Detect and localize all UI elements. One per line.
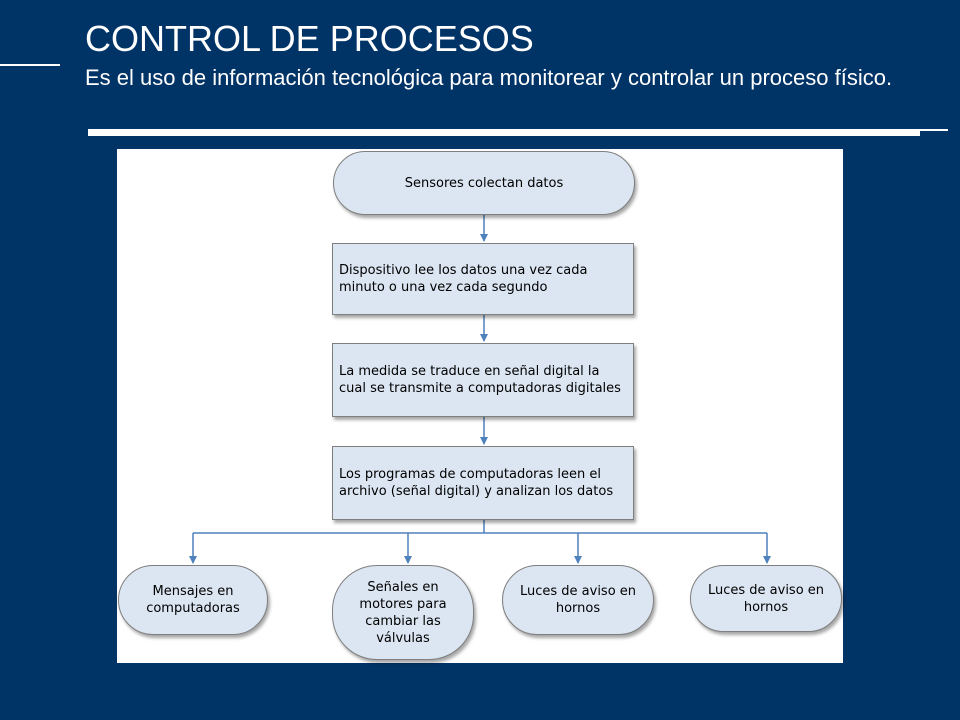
output-oven-warning-lights-2: Luces de aviso en hornos <box>690 565 842 632</box>
output-motor-signals: Señales en motores para cambiar las válv… <box>332 565 474 660</box>
step-digital-signal: La medida se traduce en señal digital la… <box>332 343 634 417</box>
step-programs-analyze: Los programas de computadoras leen el ar… <box>332 446 634 520</box>
output-computer-messages: Mensajes en computadoras <box>118 565 268 635</box>
flowchart-connectors <box>189 215 771 564</box>
step-sensors-collect-data: Sensores colectan datos <box>333 151 635 215</box>
output-oven-warning-lights: Luces de aviso en hornos <box>502 565 654 635</box>
output-2-label: Señales en motores para cambiar las válv… <box>359 579 447 646</box>
title-rule-right <box>920 129 948 131</box>
slide-title: CONTROL DE PROCESOS <box>85 18 534 59</box>
output-4-label: Luces de aviso en hornos <box>707 582 825 615</box>
step-4-label: Los programas de computadoras leen el ar… <box>339 467 614 499</box>
flowchart-panel: Sensores colectan datos Dispositivo lee … <box>117 149 843 663</box>
output-3-label: Luces de aviso en hornos <box>519 584 637 616</box>
output-1-label: Mensajes en computadoras <box>146 584 240 616</box>
slide-subtitle: Es el uso de información tecnológica par… <box>85 65 893 90</box>
step-device-reads-data: Dispositivo lee los datos una vez cada m… <box>332 243 634 315</box>
step-3-label: La medida se traduce en señal digital la… <box>339 364 621 396</box>
title-underline <box>88 129 920 136</box>
step-1-label: Sensores colectan datos <box>404 175 564 191</box>
step-2-label: Dispositivo lee los datos una vez cada m… <box>339 263 588 295</box>
title-rule-left <box>0 64 60 66</box>
